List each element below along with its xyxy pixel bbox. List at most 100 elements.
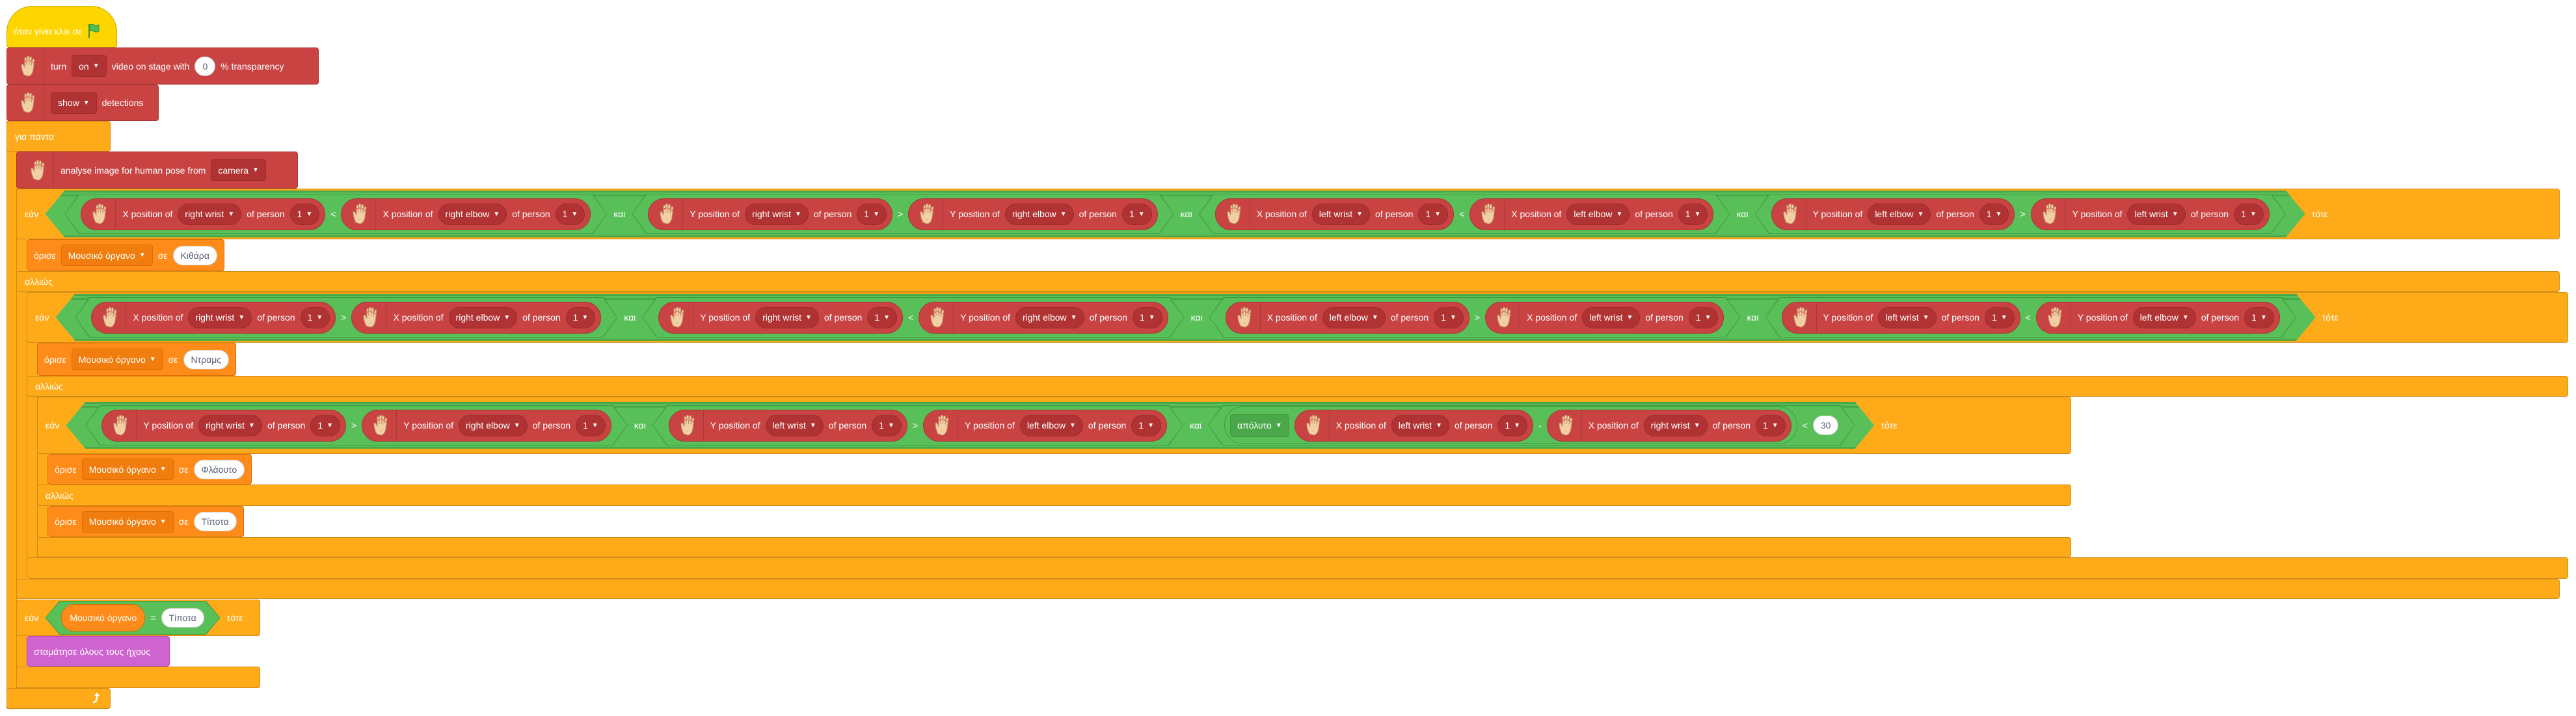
person-number-dropdown[interactable]: 1▼ (1689, 307, 1719, 328)
body-part-dropdown[interactable]: right elbow▼ (449, 307, 518, 328)
person-number-dropdown[interactable]: 1▼ (556, 204, 585, 225)
equals-condition[interactable]: Μουσικό όργανο = Τίποτα (45, 601, 220, 635)
video-state-dropdown[interactable]: on▼ (72, 55, 107, 77)
body-part-dropdown[interactable]: left wrist▼ (766, 415, 824, 436)
body-part-dropdown[interactable]: left wrist▼ (1878, 307, 1936, 328)
body-part-dropdown[interactable]: left wrist▼ (2127, 204, 2185, 225)
compare-value-input[interactable]: Τίποτα (161, 608, 204, 628)
set-value-input[interactable]: Ντραμς (183, 349, 230, 369)
body-part-dropdown[interactable]: left elbow▼ (1020, 415, 1083, 436)
person-number-dropdown[interactable]: 1▼ (301, 307, 330, 328)
stop-all-sounds-block[interactable]: σταμάτησε όλους τους ήχους (27, 636, 170, 667)
body-part-dropdown[interactable]: left elbow▼ (1868, 204, 1931, 225)
variable-dropdown[interactable]: Μουσικό όργανο▼ (60, 245, 153, 266)
turn-video-block[interactable]: turn on▼ video on stage with 0 % transpa… (7, 47, 319, 85)
person-number-dropdown[interactable]: 1▼ (1133, 307, 1162, 328)
person-number-dropdown[interactable]: 1▼ (857, 204, 887, 225)
variable-reporter[interactable]: Μουσικό όργανο (61, 604, 145, 631)
person-number-dropdown[interactable]: 1▼ (1497, 415, 1527, 436)
body-part-dropdown[interactable]: right wrist▼ (1644, 415, 1708, 436)
person-number-dropdown[interactable]: 1▼ (1678, 204, 1708, 225)
person-number-dropdown[interactable]: 1▼ (576, 415, 606, 436)
person-number-dropdown[interactable]: 1▼ (1756, 415, 1786, 436)
person-number-dropdown[interactable]: 1▼ (290, 204, 320, 225)
body-part-dropdown[interactable]: left elbow▼ (2133, 307, 2196, 328)
source-dropdown[interactable]: camera▼ (211, 159, 266, 181)
person-number-dropdown[interactable]: 1▼ (2234, 204, 2264, 225)
set-value-input[interactable]: Φλάουτο (193, 459, 245, 479)
body-part-dropdown[interactable]: left wrist▼ (1312, 204, 1370, 225)
variable-dropdown[interactable]: Μουσικό όργανο▼ (81, 510, 174, 533)
person-number-dropdown[interactable]: 1▼ (1979, 204, 2009, 225)
body-part-dropdown[interactable]: left elbow▼ (1566, 204, 1630, 225)
body-part-dropdown[interactable]: right wrist▼ (188, 307, 252, 328)
body-part-dropdown[interactable]: right elbow▼ (438, 204, 507, 225)
set-value-input[interactable]: Κιθάρα (172, 245, 217, 265)
set-value-input[interactable]: Τίποτα (193, 512, 237, 531)
math-function-dropdown[interactable]: απόλυτο▼ (1230, 414, 1289, 437)
if-4-header[interactable]: εάν Μουσικό όργανο = Τίποτα τότε (16, 600, 260, 636)
person-number-dropdown[interactable]: 1▼ (566, 307, 596, 328)
person-number-dropdown[interactable]: 1▼ (2244, 307, 2274, 328)
body-part-dropdown[interactable]: right wrist▼ (198, 415, 262, 436)
person-number-dropdown[interactable]: 1▼ (1985, 307, 2015, 328)
body-part-dropdown[interactable]: left wrist▼ (1582, 307, 1640, 328)
show-detections-block[interactable]: show▼ detections (7, 85, 159, 121)
body-part-dropdown[interactable]: right elbow▼ (1015, 307, 1084, 328)
person-number-dropdown[interactable]: 1▼ (310, 415, 340, 436)
body-part-dropdown[interactable]: right wrist▼ (178, 204, 241, 225)
detections-state-dropdown[interactable]: show▼ (51, 92, 97, 114)
variable-dropdown[interactable]: Μουσικό όργανο▼ (71, 349, 163, 370)
body-part-dropdown[interactable]: right elbow▼ (1005, 204, 1074, 225)
forever-block[interactable]: για πάντα (7, 121, 111, 152)
body-part-dropdown[interactable]: right wrist▼ (755, 307, 819, 328)
person-number-dropdown[interactable]: 1▼ (1418, 204, 1448, 225)
variable-dropdown[interactable]: Μουσικό όργανο▼ (81, 458, 174, 480)
analyse-image-block[interactable]: analyse image for human pose from camera… (16, 152, 298, 189)
